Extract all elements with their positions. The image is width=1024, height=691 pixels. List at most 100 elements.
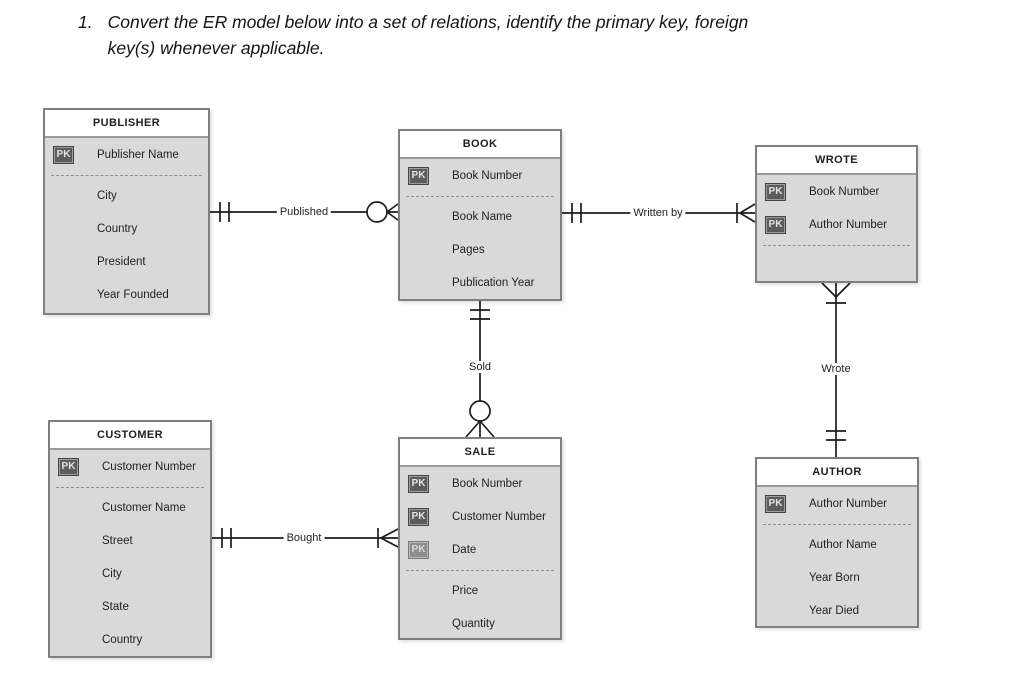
entity-publisher: PUBLISHER PK Publisher Name City Country…	[43, 108, 210, 315]
pk-badge: PK	[53, 145, 74, 164]
written-by-crow-foot	[739, 203, 756, 223]
question-text-line1: Convert the ER model below into a set of…	[107, 12, 749, 32]
pk-separator	[400, 192, 560, 200]
attribute-row: State	[50, 590, 210, 623]
published-zero-circle	[366, 201, 388, 223]
entity-book-title: BOOK	[400, 131, 560, 159]
attribute-row: City	[45, 179, 208, 212]
pk-badge: PK	[408, 507, 429, 526]
attribute-row: Price	[400, 574, 560, 607]
pk-separator	[45, 171, 208, 179]
entity-wrote-title: WROTE	[757, 147, 916, 175]
attribute-row: Pages	[400, 233, 560, 266]
bought-crow-foot	[380, 528, 399, 548]
entity-customer-title: CUSTOMER	[50, 422, 210, 450]
pk-badge: PK	[408, 540, 429, 559]
attribute-row: PK Publisher Name	[45, 138, 208, 171]
attribute-label: Author Number	[809, 497, 887, 510]
attribute-row: Country	[50, 623, 210, 656]
entity-publisher-title: PUBLISHER	[45, 110, 208, 138]
bought-one-and-only-one-ticks	[221, 528, 232, 548]
pk-separator	[757, 241, 916, 249]
attribute-label: President	[97, 255, 146, 268]
attribute-row: PK Customer Number	[50, 450, 210, 483]
question-text-line2: key(s) whenever applicable.	[107, 38, 325, 58]
attribute-label: Price	[452, 584, 479, 597]
attribute-row: PK Author Number	[757, 487, 917, 520]
attribute-row: Street	[50, 524, 210, 557]
sold-crow-foot	[465, 420, 495, 438]
pk-badge: PK	[58, 457, 79, 476]
pk-separator	[50, 483, 210, 491]
attribute-label: Book Number	[452, 169, 523, 182]
attribute-row: Author Name	[757, 528, 917, 561]
attribute-label: City	[97, 189, 117, 202]
attribute-row: Year Born	[757, 561, 917, 594]
attribute-label: Year Died	[809, 604, 860, 617]
attribute-row: Quantity	[400, 607, 560, 638]
attribute-row: Book Name	[400, 200, 560, 233]
sold-zero-circle	[469, 400, 491, 422]
pk-badge: PK	[765, 215, 786, 234]
attribute-label: State	[102, 600, 129, 613]
question-number: 1.	[78, 12, 93, 32]
attribute-label: Year Born	[809, 571, 860, 584]
attribute-row: PK Date	[400, 533, 560, 566]
pk-badge: PK	[765, 494, 786, 513]
written-by-one-and-only-one-ticks	[571, 203, 582, 223]
attribute-row: Country	[45, 212, 208, 245]
attribute-row: PK Book Number	[400, 467, 560, 500]
attribute-label: Country	[102, 633, 143, 646]
attribute-label: Author Name	[809, 538, 877, 551]
entity-sale-title: SALE	[400, 439, 560, 467]
attribute-label: Customer Number	[102, 460, 196, 473]
attribute-row: PK Customer Number	[400, 500, 560, 533]
attribute-label: Customer Name	[102, 501, 186, 514]
entity-book: BOOK PK Book Number Book Name Pages Publ…	[398, 129, 562, 301]
pk-separator	[400, 566, 560, 574]
wrote-crow-foot	[821, 282, 851, 298]
attribute-label: Street	[102, 534, 133, 547]
relationship-label-bought: Bought	[283, 532, 325, 544]
attribute-label: Book Number	[452, 477, 523, 490]
pk-badge: PK	[408, 166, 429, 185]
attribute-row: PK Book Number	[757, 175, 916, 208]
attribute-label: Pages	[452, 243, 485, 256]
attribute-label: Customer Number	[452, 510, 546, 523]
question-text: Convert the ER model below into a set of…	[108, 9, 749, 61]
relationship-label-published: Published	[276, 206, 332, 218]
attribute-row: President	[45, 245, 208, 278]
attribute-label: Book Number	[809, 185, 880, 198]
pk-badge: PK	[765, 182, 786, 201]
attribute-row: Customer Name	[50, 491, 210, 524]
attribute-label: City	[102, 567, 122, 580]
attribute-label: Country	[97, 222, 138, 235]
wrote-one-and-only-one-ticks	[826, 430, 846, 441]
attribute-label: Date	[452, 543, 477, 556]
attribute-row: PK Author Number	[757, 208, 916, 241]
attribute-label: Quantity	[452, 617, 495, 630]
attribute-label: Publication Year	[452, 276, 535, 289]
attribute-label: Book Name	[452, 210, 513, 223]
attribute-row: Year Died	[757, 594, 917, 626]
entity-wrote: WROTE PK Book Number PK Author Number	[755, 145, 918, 283]
question-heading: 1. Convert the ER model below into a set…	[78, 9, 748, 61]
relationship-label-written-by: Written by	[630, 207, 686, 219]
attribute-row: Publication Year	[400, 266, 560, 299]
pk-badge: PK	[408, 474, 429, 493]
pk-separator	[757, 520, 917, 528]
entity-sale: SALE PK Book Number PK Customer Number P…	[398, 437, 562, 640]
attribute-label: Author Number	[809, 218, 887, 231]
attribute-label: Publisher Name	[97, 148, 179, 161]
sold-one-and-only-one-ticks	[470, 309, 490, 320]
attribute-row: City	[50, 557, 210, 590]
entity-author-title: AUTHOR	[757, 459, 917, 487]
entity-customer: CUSTOMER PK Customer Number Customer Nam…	[48, 420, 212, 658]
relationship-label-wrote: Wrote	[818, 363, 854, 375]
relationship-label-sold: Sold	[465, 361, 495, 373]
attribute-row: PK Book Number	[400, 159, 560, 192]
attribute-row: Year Founded	[45, 278, 208, 311]
entity-author: AUTHOR PK Author Number Author Name Year…	[755, 457, 919, 628]
published-crow-foot	[386, 203, 399, 221]
